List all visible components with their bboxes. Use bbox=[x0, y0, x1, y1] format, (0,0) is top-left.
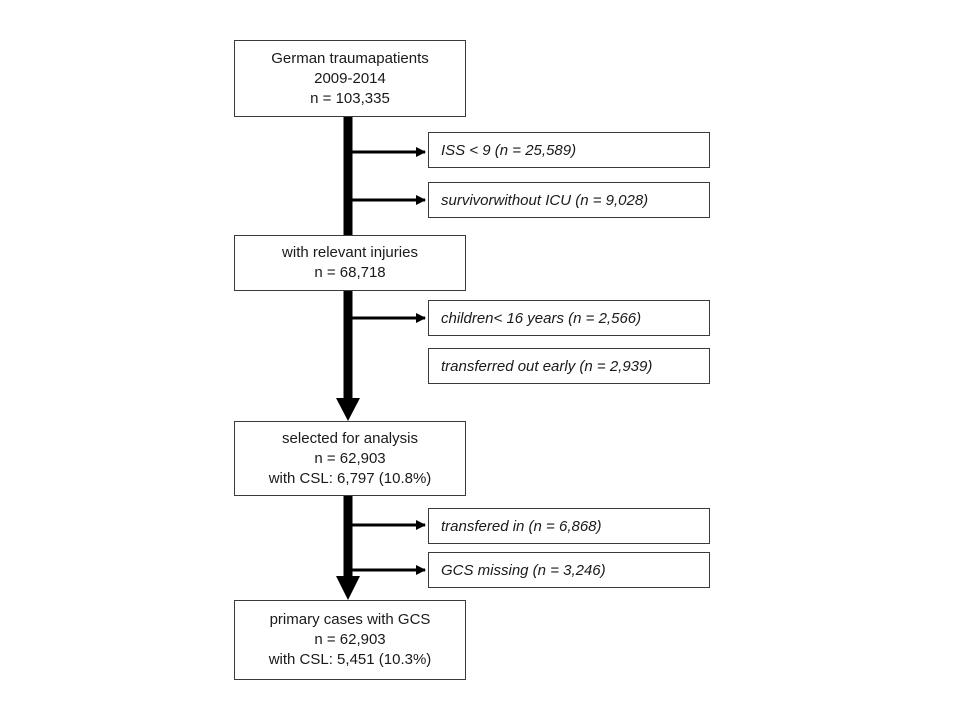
box-initial-line-3: n = 103,335 bbox=[310, 89, 390, 107]
exclusion-label-gcs-missing: GCS missing (n = 3,246) bbox=[441, 561, 606, 579]
box-selected-line-3: with CSL: 6,797 (10.8%) bbox=[268, 469, 432, 487]
box-initial-line-1: German traumapatients bbox=[271, 49, 429, 67]
box-initial-cohort: German traumapatients 2009-2014 n = 103,… bbox=[234, 40, 466, 117]
exclusion-box-no-icu: survivorwithout ICU (n = 9,028) bbox=[428, 182, 710, 218]
exclusion-box-children: children< 16 years (n = 2,566) bbox=[428, 300, 710, 336]
exclusion-label-no-icu: survivorwithout ICU (n = 9,028) bbox=[441, 191, 649, 209]
exclusion-box-iss: ISS < 9 (n = 25,589) bbox=[428, 132, 710, 168]
box-primary-line-3: with CSL: 5,451 (10.3%) bbox=[268, 651, 432, 668]
box-selected-for-analysis: selected for analysis n = 62,903 with CS… bbox=[234, 421, 466, 496]
exclusion-label-iss: ISS < 9 (n = 25,589) bbox=[441, 141, 577, 159]
box-primary-cases: primary cases with GCS n = 62,903 with C… bbox=[234, 600, 466, 680]
exclusion-box-transferred-in: transfered in (n = 6,868) bbox=[428, 508, 710, 544]
exclusion-label-transferred-out: transferred out early (n = 2,939) bbox=[441, 357, 653, 375]
box-relevant-injuries: with relevant injuries n = 68,718 bbox=[234, 235, 466, 291]
exclusion-label-children: children< 16 years (n = 2,566) bbox=[441, 309, 642, 327]
exclusion-box-gcs-missing: GCS missing (n = 3,246) bbox=[428, 552, 710, 588]
trunk-arrowhead-2 bbox=[336, 576, 360, 600]
box-selected-line-2: n = 62,903 bbox=[314, 449, 386, 467]
exclusion-label-transferred-in: transfered in (n = 6,868) bbox=[441, 517, 602, 535]
box-relevant-line-2: n = 68,718 bbox=[314, 264, 386, 281]
trunk-arrowhead-1 bbox=[336, 398, 360, 421]
box-initial-line-2: 2009-2014 bbox=[314, 69, 386, 87]
box-selected-line-1: selected for analysis bbox=[282, 429, 418, 447]
box-relevant-line-1: with relevant injuries bbox=[282, 244, 418, 261]
box-primary-line-1: primary cases with GCS bbox=[269, 611, 431, 628]
box-primary-line-2: n = 62,903 bbox=[314, 631, 386, 648]
exclusion-box-transferred-out: transferred out early (n = 2,939) bbox=[428, 348, 710, 384]
